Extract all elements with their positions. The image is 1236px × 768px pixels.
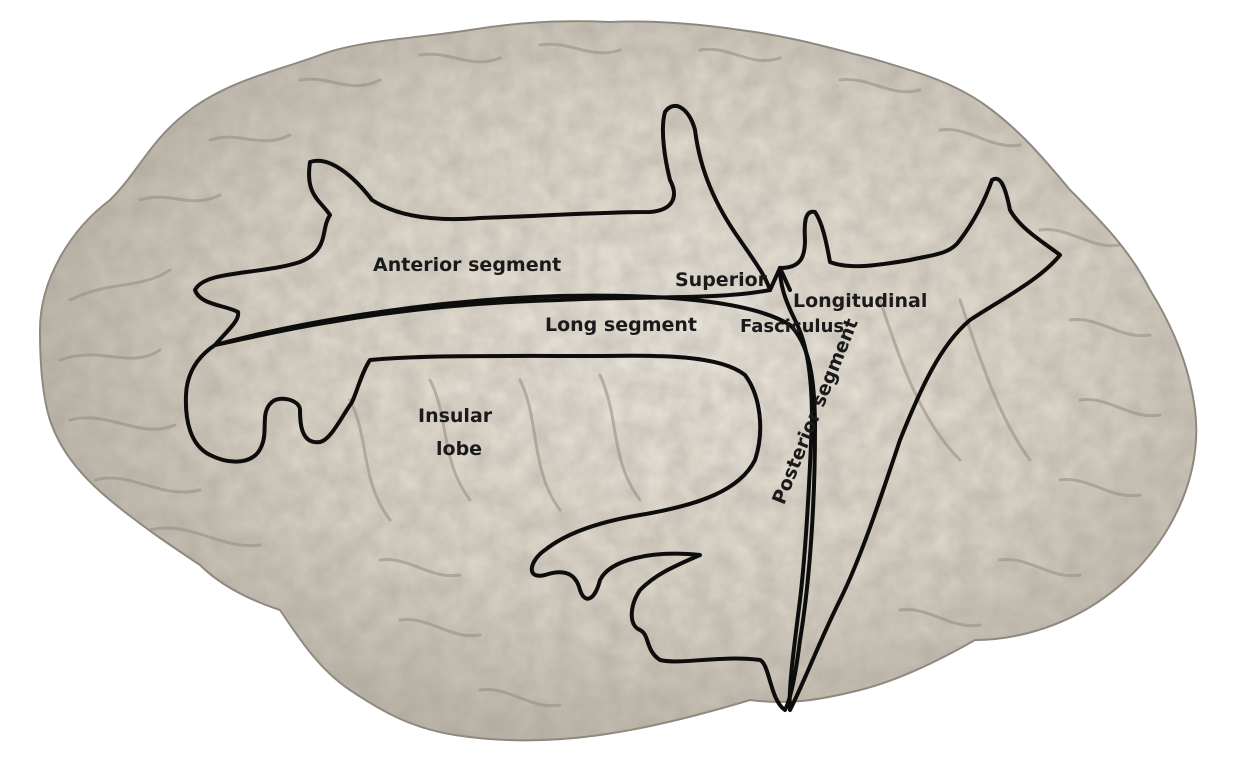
longitudinal-label: Longitudinal bbox=[793, 290, 928, 312]
anterior-segment-label: Anterior segment bbox=[373, 254, 562, 276]
lobe-label: lobe bbox=[436, 438, 483, 460]
anterior-segment-outline bbox=[193, 104, 772, 347]
gyri-texture bbox=[58, 42, 1162, 708]
fiber-outlines bbox=[183, 104, 1062, 712]
fasciculus-label: Fasciculus bbox=[740, 316, 845, 337]
slf-connector bbox=[768, 266, 782, 292]
long-segment-outline bbox=[183, 293, 817, 712]
slf-divider bbox=[778, 266, 792, 292]
long-segment-label: Long segment bbox=[545, 314, 697, 336]
posterior-segment-outline bbox=[778, 176, 1062, 712]
insular-label: Insular bbox=[418, 405, 493, 427]
superior-label: Superior bbox=[675, 269, 768, 291]
